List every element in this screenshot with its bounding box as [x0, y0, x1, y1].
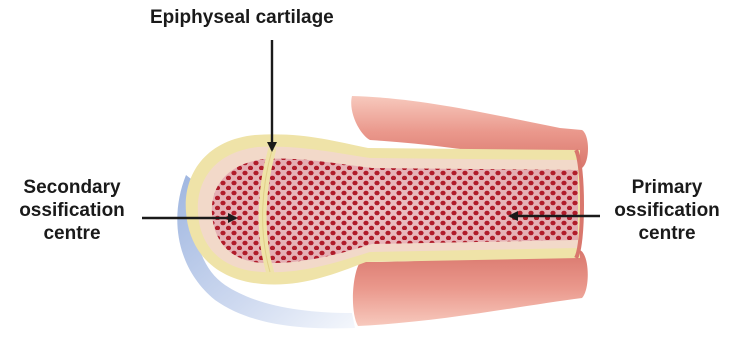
label-epiphyseal-cartilage: Epiphyseal cartilage: [150, 6, 334, 29]
label-line: Primary: [603, 176, 731, 199]
label-line: ossification: [8, 199, 136, 222]
label-line: centre: [8, 222, 136, 245]
label-line: Secondary: [8, 176, 136, 199]
label-line: ossification: [603, 199, 731, 222]
label-line: centre: [603, 222, 731, 245]
label-primary-ossification-centre: Primary ossification centre: [603, 176, 731, 246]
label-secondary-ossification-centre: Secondary ossification centre: [8, 176, 136, 246]
